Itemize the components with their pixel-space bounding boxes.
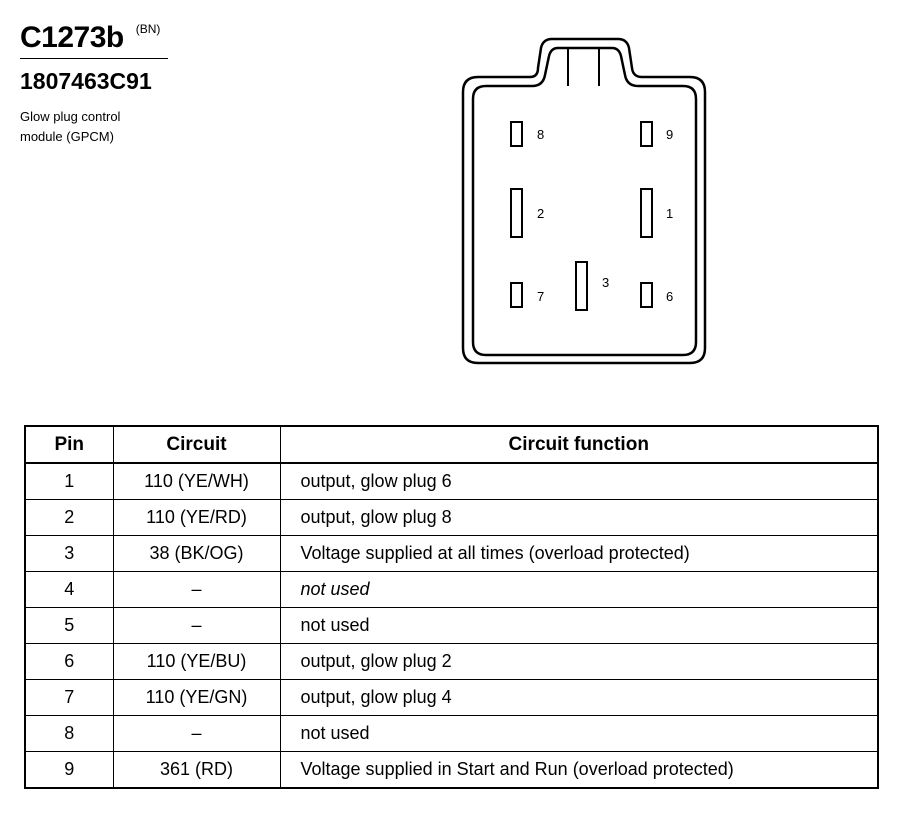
table-row: 1 110 (YE/WH) output, glow plug 6 <box>24 462 879 500</box>
circuit-cell: – <box>112 571 281 608</box>
pin-cell: 2 <box>24 499 114 536</box>
connector-housing-inner <box>471 46 698 357</box>
terminal-label-2: 2 <box>537 206 544 221</box>
description-line-2: module (GPCM) <box>20 129 114 144</box>
pin-cell: 1 <box>24 462 114 500</box>
function-cell: Voltage supplied in Start and Run (overl… <box>279 751 879 789</box>
table-row: 8 – not used <box>24 715 879 752</box>
terminal-label-7: 7 <box>537 289 544 304</box>
connector-housing-outer <box>461 37 707 365</box>
circuit-cell: – <box>112 715 281 752</box>
terminal-7 <box>510 282 523 308</box>
column-header-function: Circuit function <box>279 425 879 464</box>
circuit-cell: 361 (RD) <box>112 751 281 789</box>
circuit-cell: 110 (YE/WH) <box>112 462 281 500</box>
connector-face-diagram: 8 9 2 1 7 3 6 <box>461 37 707 365</box>
terminal-label-9: 9 <box>666 127 673 142</box>
title-block: C1273b (BN) 1807463C91 Glow plug control … <box>20 20 200 147</box>
circuit-cell: 110 (YE/RD) <box>112 499 281 536</box>
terminal-label-1: 1 <box>666 206 673 221</box>
terminal-1 <box>640 188 653 238</box>
terminal-6 <box>640 282 653 308</box>
connector-heading: C1273b (BN) <box>20 20 200 56</box>
color-code: (BN) <box>135 22 161 36</box>
circuit-cell: 110 (YE/GN) <box>112 679 281 716</box>
table-row: 6 110 (YE/BU) output, glow plug 2 <box>24 643 879 680</box>
function-cell: output, glow plug 4 <box>279 679 879 716</box>
table-row: 7 110 (YE/GN) output, glow plug 4 <box>24 679 879 716</box>
circuit-cell: – <box>112 607 281 644</box>
terminal-label-8: 8 <box>537 127 544 142</box>
description-line-1: Glow plug control <box>20 109 121 124</box>
terminal-8 <box>510 121 523 147</box>
table-header-row: Pin Circuit Circuit function <box>24 425 879 464</box>
pin-cell: 4 <box>24 571 114 608</box>
connector-id: C1273b <box>20 21 124 54</box>
table-row: 5 – not used <box>24 607 879 644</box>
pin-cell: 3 <box>24 535 114 572</box>
function-cell: not used <box>279 715 879 752</box>
function-cell: not used <box>279 607 879 644</box>
column-header-pin: Pin <box>24 425 114 464</box>
function-cell: output, glow plug 6 <box>279 462 879 500</box>
function-cell: Voltage supplied at all times (overload … <box>279 535 879 572</box>
function-cell: not used <box>279 571 879 608</box>
pin-cell: 6 <box>24 643 114 680</box>
pinout-table: Pin Circuit Circuit function 1 110 (YE/W… <box>24 425 879 789</box>
terminal-2 <box>510 188 523 238</box>
table-row: 4 – not used <box>24 571 879 608</box>
pin-cell: 7 <box>24 679 114 716</box>
title-underline <box>20 58 168 59</box>
table-row: 2 110 (YE/RD) output, glow plug 8 <box>24 499 879 536</box>
column-header-circuit: Circuit <box>112 425 281 464</box>
function-cell: output, glow plug 2 <box>279 643 879 680</box>
terminal-label-3: 3 <box>602 275 609 290</box>
function-cell: output, glow plug 8 <box>279 499 879 536</box>
terminal-3 <box>575 261 588 311</box>
terminal-label-6: 6 <box>666 289 673 304</box>
pin-cell: 5 <box>24 607 114 644</box>
part-number: 1807463C91 <box>20 68 152 94</box>
pin-cell: 9 <box>24 751 114 789</box>
module-description: Glow plug control module (GPCM) <box>20 107 200 147</box>
circuit-cell: 38 (BK/OG) <box>112 535 281 572</box>
circuit-cell: 110 (YE/BU) <box>112 643 281 680</box>
pin-cell: 8 <box>24 715 114 752</box>
table-row: 9 361 (RD) Voltage supplied in Start and… <box>24 751 879 789</box>
terminal-9 <box>640 121 653 147</box>
table-row: 3 38 (BK/OG) Voltage supplied at all tim… <box>24 535 879 572</box>
